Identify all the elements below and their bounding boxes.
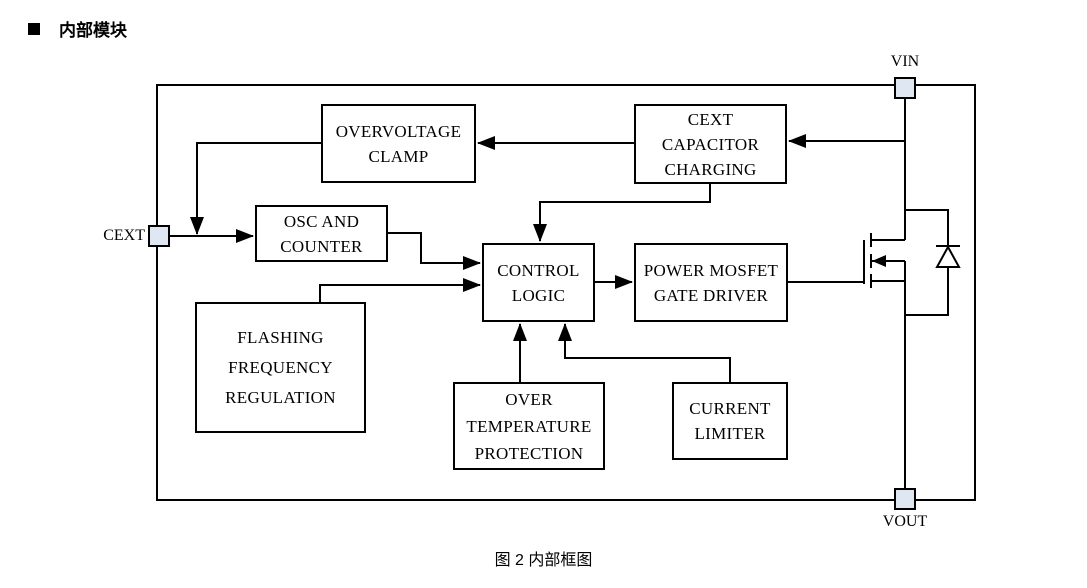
block-label-line: OVERVOLTAGE [335, 121, 462, 141]
block-label-line: CLAMP [368, 146, 429, 166]
block-label-line: LOGIC [511, 285, 566, 305]
block-label-line: CURRENT [689, 399, 771, 418]
pin-cext [148, 225, 170, 247]
connection-charging-to-control-logic [533, 184, 711, 242]
block-label-line: COUNTER [280, 236, 363, 256]
connection-clamp-to-cext-node [190, 142, 321, 235]
block-cext-capacitor-charging: CEXT CAPACITOR CHARGING [634, 104, 787, 184]
block-label-line: CHARGING [664, 159, 757, 179]
block-osc-and-counter: OSC AND COUNTER [255, 205, 388, 262]
connection-flashing-to-control-logic [319, 278, 481, 302]
block-label-line: CAPACITOR [661, 134, 760, 154]
block-label-line: TEMPERATURE [466, 416, 592, 436]
block-label-line: FREQUENCY [228, 357, 333, 377]
pin-cext-label: CEXT [103, 227, 145, 244]
block-label-line: GATE DRIVER [653, 285, 769, 305]
block-label-line: POWER MOSFET [643, 260, 779, 280]
section-heading: 内部模块 [28, 16, 127, 41]
block-label-line: PROTECTION [474, 443, 584, 463]
pin-vin [894, 77, 916, 99]
mosfet-symbol [863, 233, 905, 288]
block-label-line: FLASHING [237, 327, 324, 347]
diode-triangle [935, 244, 961, 268]
block-overvoltage-clamp: OVERVOLTAGE CLAMP [321, 104, 476, 183]
section-title: 内部模块 [59, 21, 127, 40]
diode-symbol [905, 209, 961, 316]
block-flashing-frequency-regulation: FLASHING FREQUENCY REGULATION [195, 302, 366, 433]
block-label-line: REGULATION [225, 387, 336, 407]
pin-vout-label: VOUT [882, 513, 928, 530]
pin-vin-label: VIN [890, 53, 920, 70]
block-label-line: OSC AND [283, 211, 360, 231]
block-current-limiter: CURRENT LIMITER [672, 382, 788, 460]
block-label-line: CONTROL [497, 260, 580, 280]
block-power-mosfet-gate-driver: POWER MOSFET GATE DRIVER [634, 243, 788, 322]
square-bullet-icon [28, 22, 40, 35]
block-control-logic: CONTROL LOGIC [482, 243, 595, 322]
block-label-line: OVER [505, 389, 553, 409]
block-over-temperature-protection: OVER TEMPERATURE PROTECTION [453, 382, 605, 470]
pin-vout [894, 488, 916, 510]
connection-osc-to-control-logic [388, 232, 481, 270]
diode-cathode-wire [905, 209, 949, 246]
diode-anode-wire [905, 267, 949, 316]
block-label-line: CEXT [687, 109, 734, 129]
block-label-line: LIMITER [694, 424, 766, 443]
mosfet-body-arrow-icon [872, 255, 886, 267]
chip-boundary [156, 84, 976, 501]
connection-current-limiter-to-control-logic [558, 323, 731, 382]
figure-caption: 图 2 内部框图 [494, 552, 593, 569]
